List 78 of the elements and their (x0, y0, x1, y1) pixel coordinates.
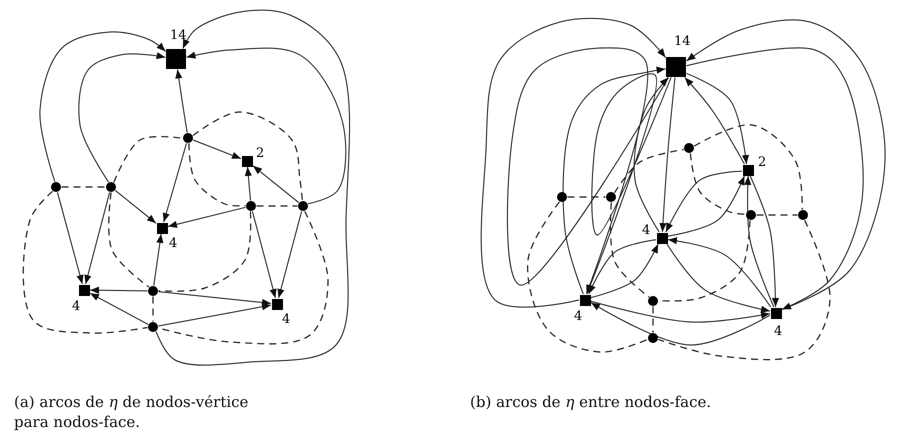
arrow (586, 73, 672, 294)
arrow (90, 292, 149, 325)
arrow (186, 48, 346, 204)
arrow (750, 176, 780, 308)
arrow (39, 31, 166, 182)
caption: (b) arcos de η entre nodos-face. (470, 392, 712, 412)
arrow (686, 47, 864, 310)
arrow (158, 303, 272, 326)
dashed-edge (690, 153, 746, 215)
vertex-dot (648, 333, 658, 343)
arrow (562, 66, 666, 294)
weight-label: 4 (169, 237, 178, 250)
vertex-dot (746, 210, 756, 220)
vertex-dot (798, 210, 808, 220)
arrow (56, 192, 84, 284)
dashed-edge (108, 192, 150, 288)
arrow (666, 244, 770, 313)
arrow (156, 10, 350, 366)
dashed-edge (62, 186, 106, 188)
arrow (114, 190, 156, 224)
vertex-dot (51, 182, 61, 192)
vertex-dot (148, 286, 158, 296)
dashed-edge (652, 306, 654, 332)
arrow (590, 302, 770, 346)
dashed-edge (694, 124, 803, 210)
arrow (158, 291, 272, 306)
dashed-edge (756, 214, 798, 216)
weight-label: 4 (774, 325, 782, 338)
vertex-dot (557, 192, 567, 202)
arrow (277, 210, 302, 298)
weight-label: 2 (256, 147, 264, 160)
weight-label: 4 (642, 224, 650, 237)
arrow (153, 234, 164, 286)
dashed-edge (527, 201, 648, 353)
weight-label: 2 (758, 156, 766, 169)
dashed-edge (192, 111, 303, 201)
arrow (192, 140, 242, 160)
dashed-edge (614, 148, 684, 194)
dashed-edge (158, 211, 252, 292)
dashed-edge (658, 220, 831, 360)
arrow (480, 18, 666, 308)
vertex-dot (106, 182, 116, 192)
weight-label: 4 (72, 300, 80, 313)
arrow (84, 192, 110, 284)
arrow (244, 166, 252, 202)
dashed-edge (568, 196, 606, 198)
arrow (668, 237, 772, 308)
vertex-dot (684, 143, 694, 153)
caption: (a) arcos de η de nodos-vértice para nodos-face. (14, 392, 250, 432)
arrow (659, 77, 676, 232)
vertex-dot (648, 296, 658, 306)
arrow (686, 19, 886, 310)
arrow (744, 176, 774, 308)
arrow (162, 142, 187, 222)
dashed-edge (152, 296, 154, 322)
vertex-dot (148, 322, 158, 332)
dashed-edge (610, 202, 650, 298)
arrow (634, 77, 669, 232)
dashed-edge (188, 143, 246, 206)
arrow (252, 165, 300, 204)
arrow (252, 210, 277, 298)
arrow (590, 300, 770, 323)
arrow (168, 206, 246, 228)
weight-label: 14 (170, 29, 187, 42)
vertex-dot (606, 192, 616, 202)
weight-label: 14 (674, 35, 691, 48)
arrow (90, 286, 148, 294)
dashed-edge (256, 205, 298, 207)
vertex-dot (298, 201, 308, 211)
dashed-edge (22, 190, 148, 334)
arrow (78, 52, 166, 183)
vertex-dot (183, 133, 193, 143)
vertex-dot (246, 201, 256, 211)
weight-label: 4 (282, 313, 290, 326)
arrow (506, 47, 669, 294)
weight-label: 4 (574, 310, 582, 323)
arrow (175, 69, 188, 134)
dashed-edge (113, 136, 183, 183)
